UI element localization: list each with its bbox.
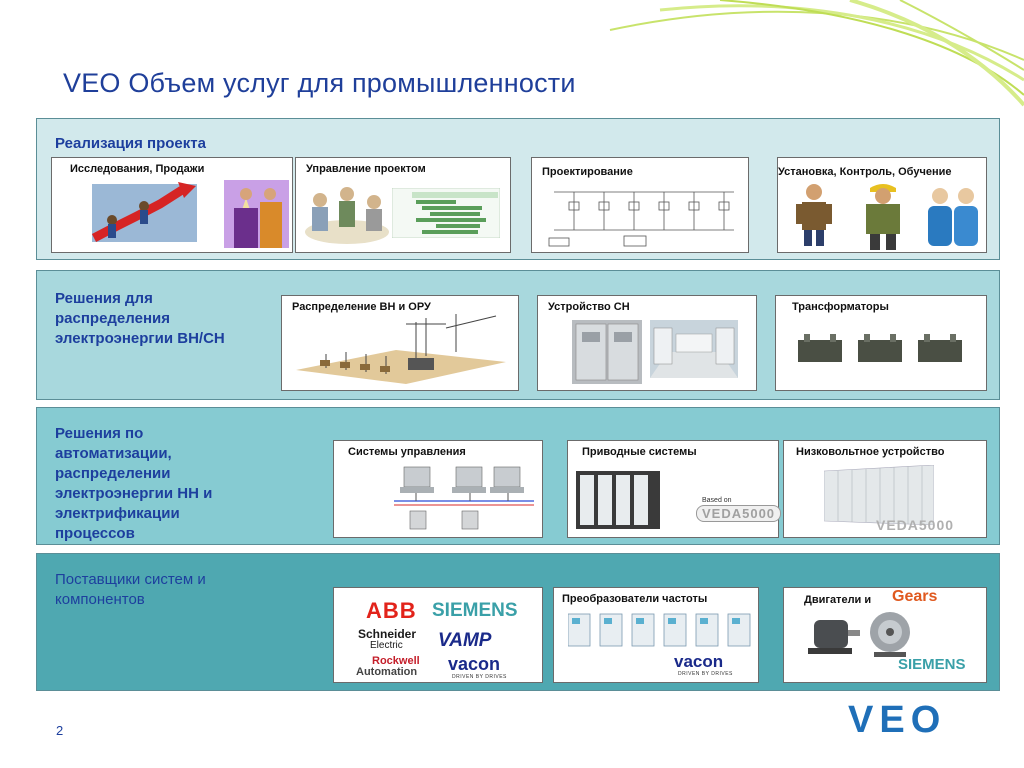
worker-illustration — [866, 184, 900, 250]
vacon-tagline: DRIVEN BY DRIVES — [452, 674, 507, 680]
rockwell-automation: Automation — [356, 666, 418, 678]
card-label: Приводные системы — [582, 446, 697, 458]
rockwell-name: Rockwell — [372, 655, 420, 667]
veda5000-logo: VEDA5000 — [876, 517, 955, 533]
card-label: Системы управления — [348, 446, 466, 458]
section-hv-mv-distribution: Решения для распределения электроэнергии… — [36, 270, 1000, 400]
technician-illustration — [796, 184, 832, 246]
card-hv-substation: Распределение ВН и ОРУ — [281, 295, 519, 391]
slide-title: VEO Объем услуг для промышленности — [63, 68, 576, 98]
veo-logo-text: VEO — [848, 700, 946, 736]
veda5000-logo: VEDA5000 — [696, 505, 782, 522]
transformer-icon — [918, 334, 962, 362]
siemens-logo: SIEMENS — [432, 600, 518, 621]
team-meeting-illustration — [305, 187, 389, 244]
electrical-schematic-illustration — [548, 191, 734, 247]
transformer-icon — [798, 334, 842, 362]
section-suppliers: Поставщики систем и компонентов ABB SIEM… — [36, 553, 1000, 691]
gantt-chart-illustration — [392, 188, 500, 238]
lv-switchboard-photo — [824, 465, 934, 525]
siemens-logo: SIEMENS — [898, 656, 966, 673]
gears-label: Gears — [892, 588, 938, 605]
electric-motor-icon — [808, 620, 860, 654]
card-frequency-converters: Преобразователи частоты vacon DRIVEN BY … — [553, 587, 759, 683]
sales-growth-illustration — [91, 182, 197, 242]
motor-gear-icon — [870, 612, 910, 657]
card-label: Исследования, Продажи — [70, 163, 205, 175]
card-motors-gears: Двигатели и Gears SIEMENS — [783, 587, 987, 683]
page-number: 2 — [56, 723, 64, 738]
mv-switchroom-photo — [650, 320, 738, 378]
veo-logo: VEO — [848, 699, 978, 741]
mv-switchgear-photo — [572, 320, 642, 384]
trainees-illustration — [928, 188, 978, 246]
card-label: Преобразователи частоты — [562, 593, 708, 605]
schneider-name: Schneider — [358, 627, 417, 641]
section-label: Реализация проекта — [55, 135, 206, 152]
card-label: Низковольтное устройство — [796, 446, 945, 458]
card-project-management: Управление проектом — [295, 157, 511, 253]
card-transformers: Трансформаторы — [775, 295, 987, 391]
section-automation-lv: Решения по автоматизации, распределении … — [36, 407, 1000, 545]
schneider-logo: Schneider Electric — [358, 628, 416, 652]
card-installation-training: Установка, Контроль, Обучение — [777, 157, 987, 253]
card-label: Распределение ВН и ОРУ — [292, 301, 431, 313]
business-people-illustration — [224, 180, 289, 248]
card-supplier-brands: ABB SIEMENS Schneider Electric VAMP Rock… — [333, 587, 543, 683]
card-label: Устройство СН — [548, 301, 630, 313]
section-label: Решения для распределения электроэнергии… — [55, 290, 225, 347]
abb-logo: ABB — [366, 598, 417, 623]
substation-illustration — [296, 314, 506, 384]
section-project-implementation: Реализация проекта Исследования, Продажи… — [36, 118, 1000, 260]
card-control-systems: Системы управления — [333, 440, 543, 538]
veo-logo-mark: VEO — [848, 699, 946, 741]
card-drive-systems: Приводные системы Based on VEDA5000 — [567, 440, 782, 538]
frequency-converters-photo — [568, 613, 751, 647]
card-label: Установка, Контроль, Обучение — [778, 166, 952, 178]
card-lv-switchgear: Низковольтное устройство VEDA5000 — [783, 440, 987, 538]
card-research-sales: Исследования, Продажи — [51, 157, 293, 253]
section-label: Поставщики систем и компонентов — [55, 571, 206, 608]
drive-cabinet-photo — [576, 471, 660, 529]
card-label: Управление проектом — [306, 163, 426, 175]
decorative-swoosh-graphic — [609, 0, 1024, 107]
card-mv-switchgear: Устройство СН — [537, 295, 757, 391]
section-label: Решения по автоматизации, распределении … — [55, 425, 213, 542]
vacon-tagline: DRIVEN BY DRIVES — [678, 671, 733, 677]
control-system-diagram — [394, 466, 534, 530]
vamp-logo: VAMP — [438, 630, 492, 651]
vacon-logo: vacon — [674, 652, 724, 671]
schneider-electric: Electric — [370, 640, 403, 651]
rockwell-logo: Rockwell Automation — [356, 656, 420, 678]
card-label: Трансформаторы — [792, 301, 889, 313]
transformer-icon — [858, 334, 902, 362]
vacon-logo: vacon — [448, 654, 501, 674]
based-on-label: Based on — [702, 497, 732, 504]
card-label: Двигатели и — [804, 594, 872, 606]
card-label: Проектирование — [542, 166, 633, 178]
card-engineering-design: Проектирование — [531, 157, 749, 253]
